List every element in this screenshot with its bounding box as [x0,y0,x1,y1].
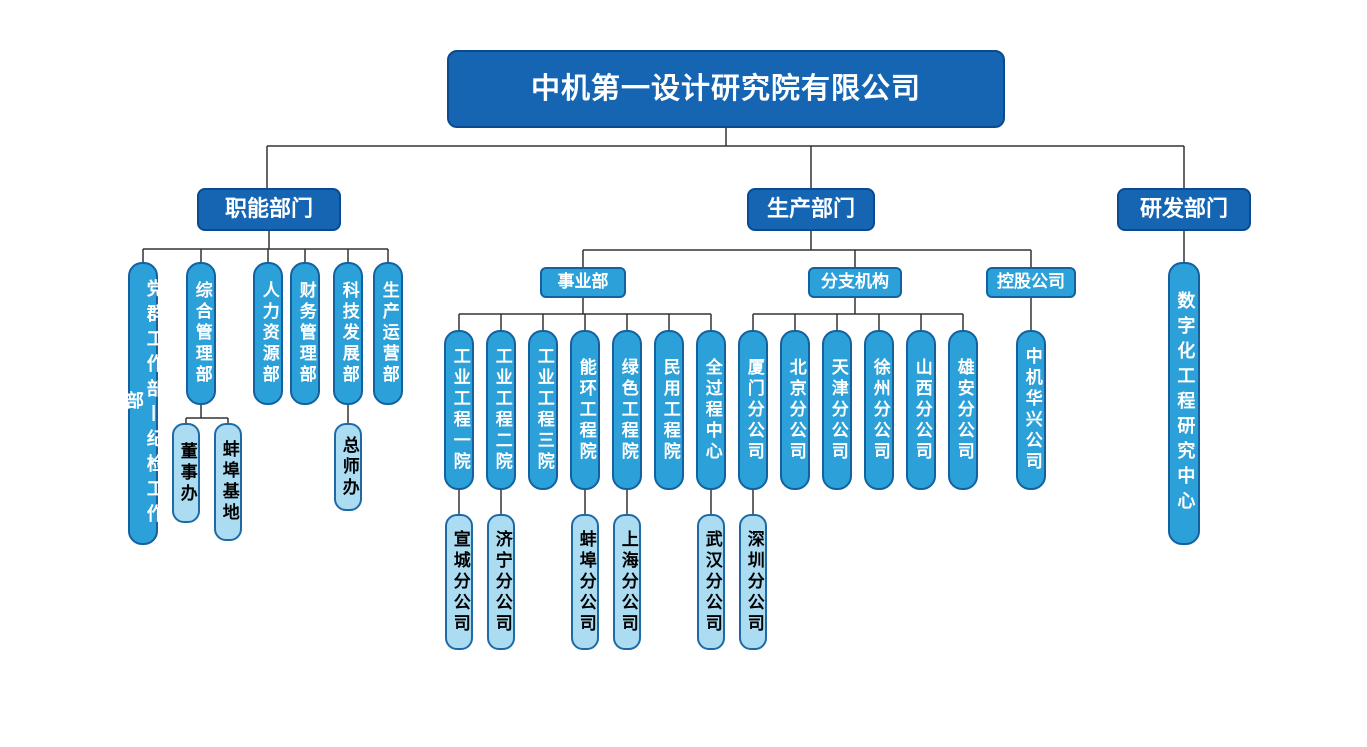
office-board: 董事办 [172,423,200,523]
group-holding-companies: 控股公司 [986,267,1076,298]
dept-party-mass-work: 党群工作部—纪检工作部 [123,262,165,545]
branch-beijing: 北京分公司 [780,330,810,490]
unit-industrial-eng-3: 工业工程三院 [528,330,558,490]
sub-shenzhen: 深圳分公司 [739,514,767,650]
dept-production-operations: 生产运营部 [373,262,403,405]
branch-tianjin: 天津分公司 [822,330,852,490]
base-bengbu: 蚌埠基地 [214,423,242,541]
branch-functional: 职能部门 [197,188,341,231]
center-digital-engineering: 数字化工程研究中心 [1168,262,1200,545]
sub-wuhan: 武汉分公司 [697,514,725,650]
group-business-divisions: 事业部 [540,267,626,298]
unit-energy-env-eng: 能环工程院 [570,330,600,490]
company-zhongji-huaxing: 中机华兴公司 [1016,330,1046,490]
branch-xiamen: 厦门分公司 [738,330,768,490]
sub-shanghai: 上海分公司 [613,514,641,650]
group-branches: 分支机构 [808,267,902,298]
office-chief-engineer: 总师办 [334,423,362,511]
unit-industrial-eng-2: 工业工程二院 [486,330,516,490]
sub-bengbu: 蚌埠分公司 [571,514,599,650]
unit-civil-eng: 民用工程院 [654,330,684,490]
unit-industrial-eng-1: 工业工程一院 [444,330,474,490]
branch-xuzhou: 徐州分公司 [864,330,894,490]
sub-xuancheng: 宣城分公司 [445,514,473,650]
branch-xiongan: 雄安分公司 [948,330,978,490]
dept-human-resources: 人力资源部 [253,262,283,405]
connector-path [142,128,1185,514]
org-root-title: 中机第一设计研究院有限公司 [447,50,1005,128]
branch-shanxi: 山西分公司 [906,330,936,490]
unit-green-eng: 绿色工程院 [612,330,642,490]
unit-whole-process-center: 全过程中心 [696,330,726,490]
dept-sci-tech-dev: 科技发展部 [333,262,363,405]
sub-jining: 济宁分公司 [487,514,515,650]
dept-finance: 财务管理部 [290,262,320,405]
dept-general-admin: 综合管理部 [186,262,216,405]
branch-rnd: 研发部门 [1117,188,1251,231]
branch-production: 生产部门 [747,188,875,231]
